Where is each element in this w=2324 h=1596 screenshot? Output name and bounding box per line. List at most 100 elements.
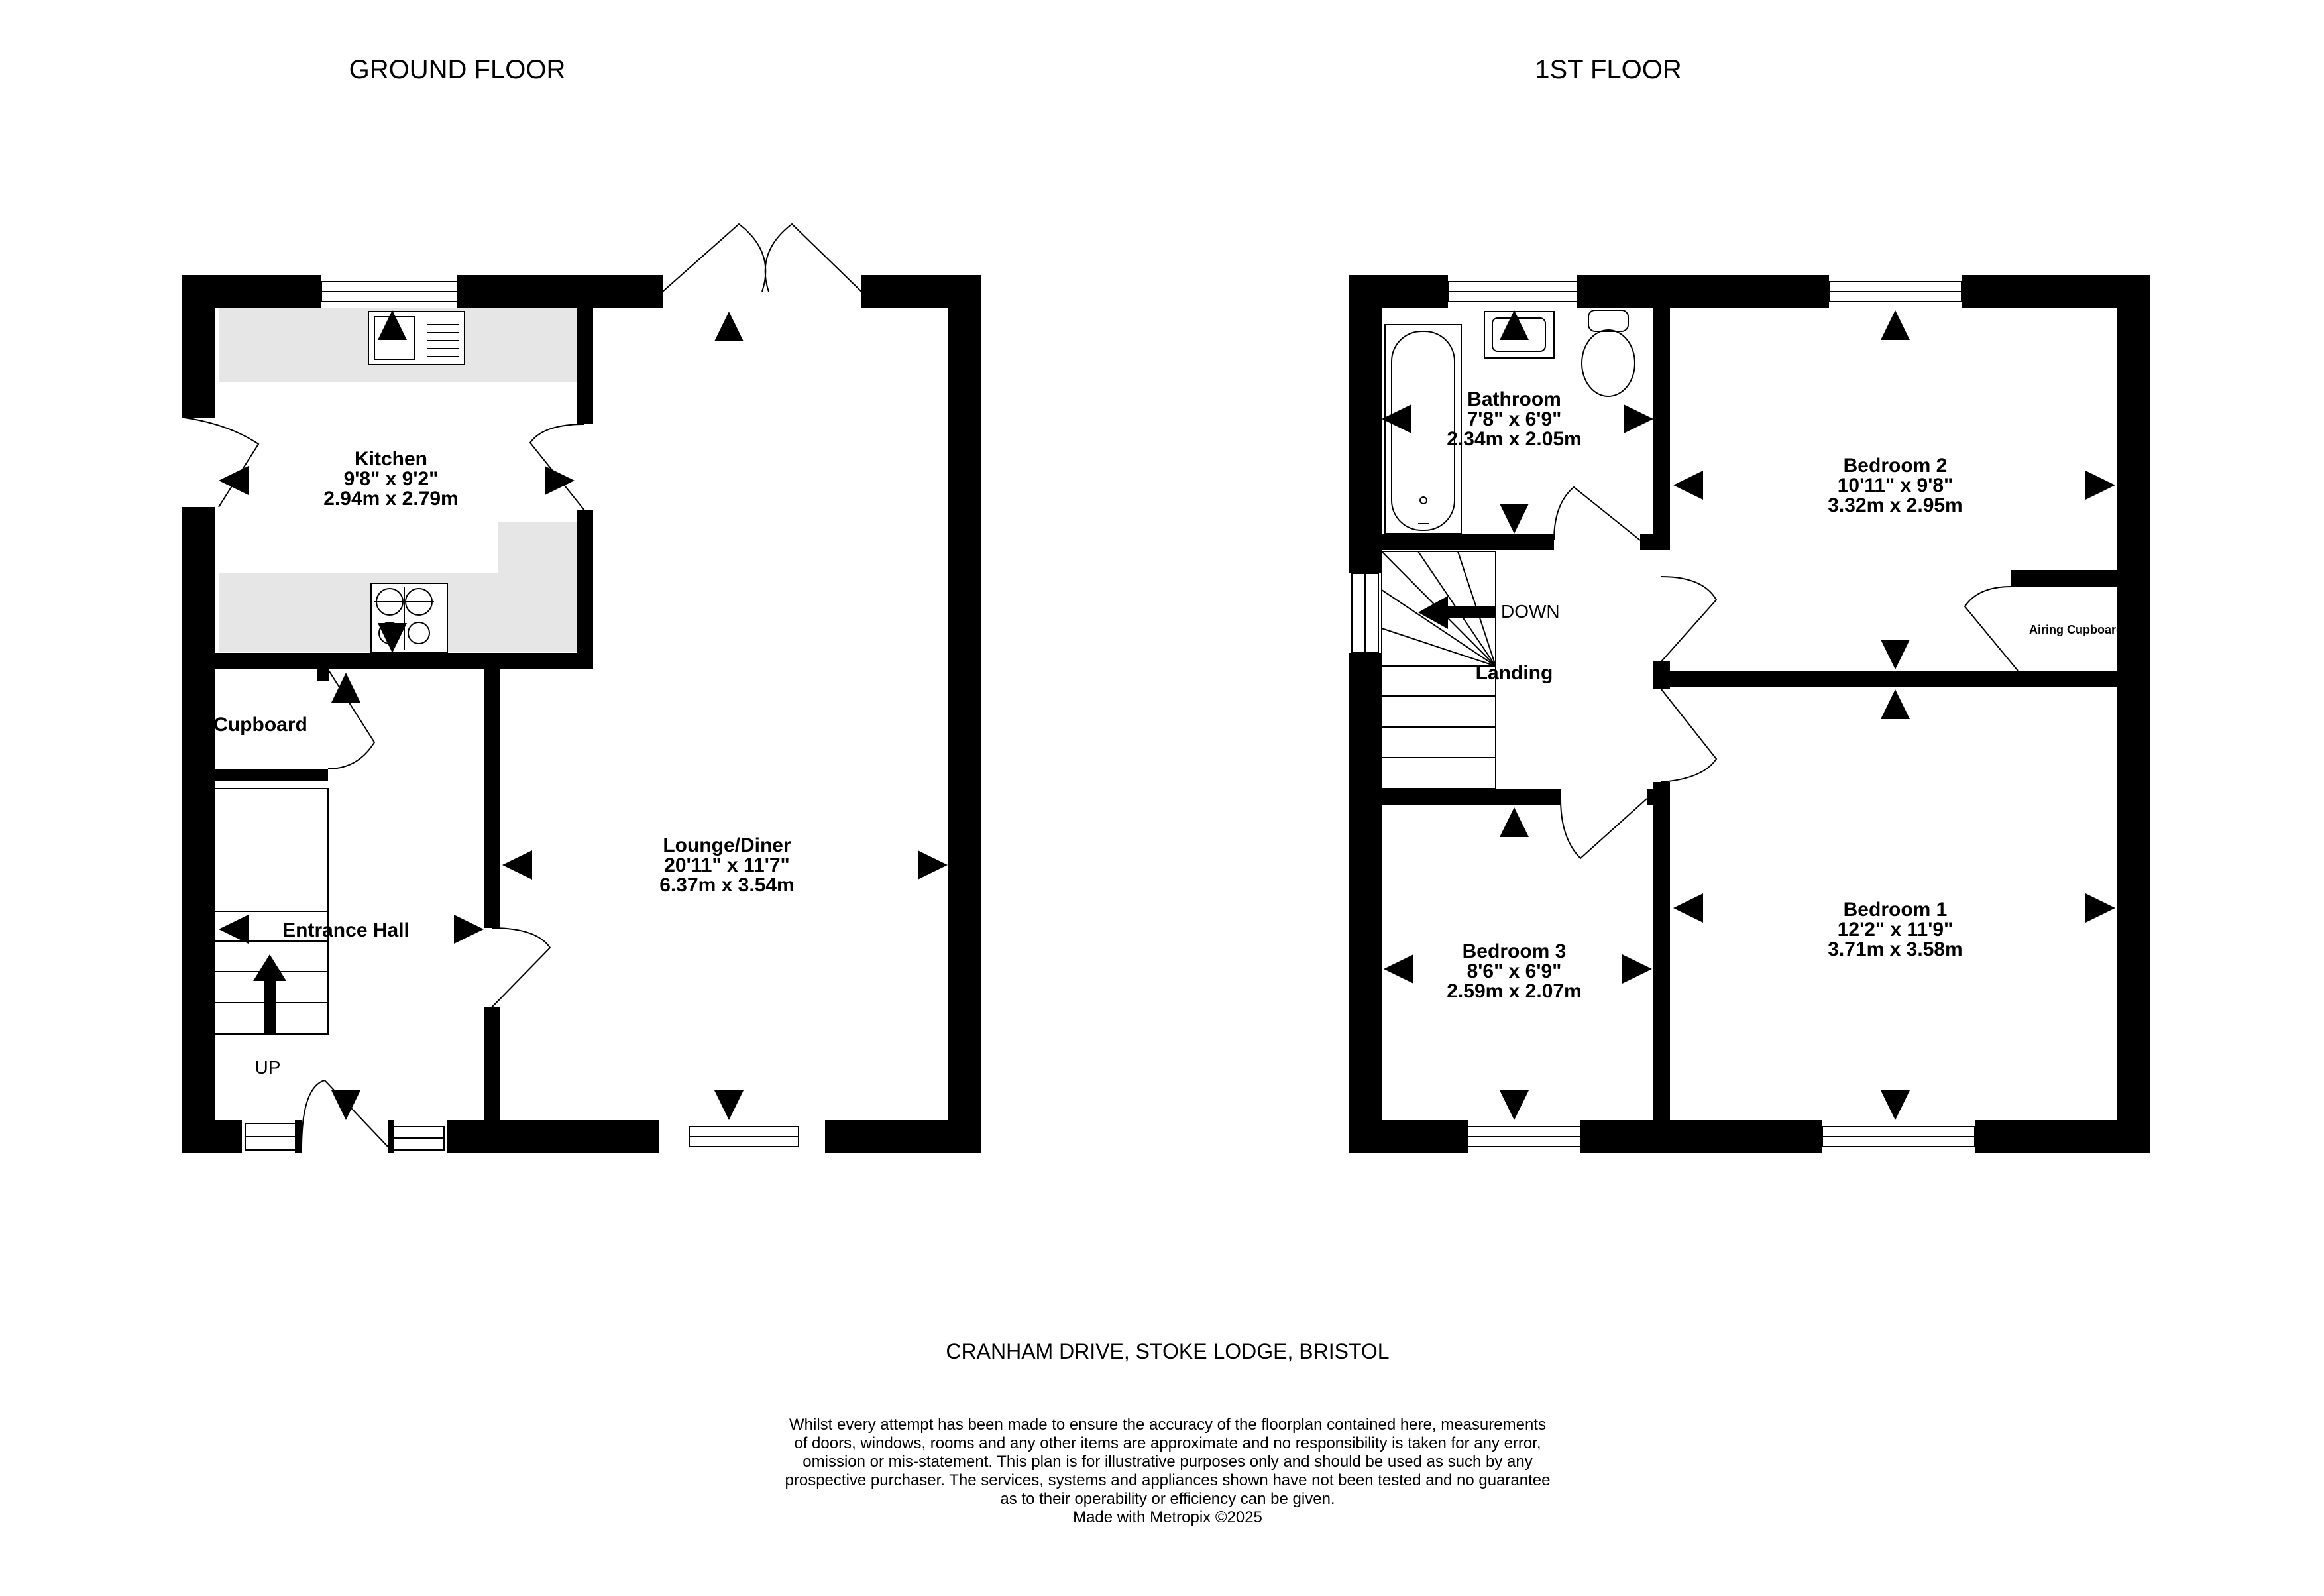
wall: [1382, 534, 1554, 550]
dimension-arrow: [378, 623, 407, 653]
staircase-first: [1381, 551, 1496, 789]
lounge-metric: 6.37m x 3.54m: [659, 874, 794, 896]
dimension-arrow: [1500, 1090, 1529, 1120]
kitchen-counter-corner: [498, 522, 577, 575]
dimension-arrow: [1881, 1090, 1910, 1120]
dimension-arrow: [1384, 954, 1413, 984]
bathroom-metric: 2.34m x 2.05m: [1447, 428, 1581, 450]
airing-cupboard-door: [1964, 586, 2019, 671]
dimension-arrow: [1673, 893, 1703, 923]
bathroom-door: [1553, 486, 1641, 541]
dimension-arrow: [2085, 471, 2115, 500]
cupboard-name: Cupboard: [213, 714, 307, 736]
dimension-arrow: [714, 1090, 744, 1120]
wall: [1349, 275, 1382, 573]
disclaimer-line: as to their operability or efficiency ca…: [1000, 1490, 1335, 1508]
lounge-imperial: 20'11" x 11'7": [664, 854, 790, 876]
dimension-arrow: [378, 310, 407, 340]
bedroom3-door: [1560, 798, 1647, 860]
wall: [1653, 782, 1670, 1123]
ground-floor-plan: Kitchen 9'8" x 9'2" 2.94m x 2.79m Lounge…: [182, 223, 981, 1153]
first-floor-title: 1ST FLOOR: [1535, 55, 1682, 84]
disclaimer-line: prospective purchaser. The services, sys…: [785, 1471, 1551, 1489]
window-jamb: [295, 1120, 302, 1153]
dimension-arrow: [918, 850, 948, 880]
kitchen-name: Kitchen: [355, 448, 427, 470]
sink-icon: [368, 311, 465, 365]
lounge-door: [491, 927, 551, 1008]
entrance-hall-name: Entrance Hall: [282, 919, 410, 941]
lounge-name: Lounge/Diner: [663, 834, 791, 856]
wall: [182, 275, 215, 418]
bedroom2-door: [1661, 576, 1718, 662]
dimension-arrow: [1500, 807, 1529, 837]
dimension-arrow: [1382, 404, 1411, 433]
dimension-arrow: [1673, 471, 1703, 500]
front-door: [301, 1079, 392, 1151]
wall: [484, 669, 500, 928]
wall: [317, 669, 329, 681]
cupboard-door: [327, 669, 376, 770]
dimension-arrow: [219, 466, 249, 495]
wall: [1653, 671, 2117, 687]
disclaimer-line: Made with Metropix ©2025: [1073, 1509, 1262, 1526]
dimension-arrow: [1881, 689, 1910, 719]
side-door: [184, 417, 260, 508]
wall: [457, 275, 663, 308]
wall: [2117, 275, 2150, 1153]
dimension-arrow: [1881, 640, 1910, 669]
wall: [447, 1120, 659, 1153]
landing-name: Landing: [1476, 662, 1553, 684]
wall: [1802, 275, 1829, 308]
wall: [577, 292, 593, 424]
wall: [1382, 789, 1561, 805]
first-floor-plan: Bathroom 7'8" x 6'9" 2.34m x 2.05m Bedro…: [1349, 275, 2150, 1153]
wall: [182, 1120, 242, 1153]
bedroom1-metric: 3.71m x 3.58m: [1828, 939, 1962, 960]
wall: [215, 769, 328, 781]
disclaimer-line: of doors, windows, rooms and any other i…: [794, 1434, 1541, 1452]
bedroom2-metric: 3.32m x 2.95m: [1828, 494, 1962, 516]
wall: [1640, 534, 1670, 550]
bedroom3-imperial: 8'6" x 6'9": [1467, 960, 1562, 982]
wall: [1580, 1120, 1822, 1153]
staircase-ground: [208, 788, 329, 1035]
kitchen-imperial: 9'8" x 9'2": [344, 468, 439, 490]
dimension-arrow: [331, 673, 360, 703]
bathroom-imperial: 7'8" x 6'9": [1467, 408, 1562, 430]
bathroom-name: Bathroom: [1467, 388, 1561, 410]
disclaimer-line: Whilst every attempt has been made to en…: [789, 1416, 1546, 1434]
wall: [948, 275, 981, 1153]
dimension-arrow: [714, 312, 744, 341]
bedroom3-metric: 2.59m x 2.07m: [1447, 980, 1581, 1002]
dimension-arrow: [1500, 310, 1529, 340]
dimension-arrow: [331, 1090, 360, 1120]
wall: [1577, 275, 1802, 308]
bedroom3-name: Bedroom 3: [1463, 940, 1567, 962]
wall: [2011, 570, 2117, 587]
kitchen-metric: 2.94m x 2.79m: [323, 488, 458, 510]
wall: [215, 653, 593, 669]
dimension-arrow: [219, 915, 249, 944]
wall: [484, 1007, 500, 1123]
stairs-down-label: DOWN: [1501, 601, 1560, 622]
wall: [1975, 1120, 2150, 1153]
window-jamb: [388, 1120, 394, 1153]
dimension-arrow: [454, 915, 484, 944]
bedroom2-name: Bedroom 2: [1844, 455, 1948, 477]
bedroom1-name: Bedroom 1: [1844, 899, 1948, 921]
stairs-up-label: UP: [255, 1057, 281, 1078]
disclaimer-line: omission or mis-statement. This plan is …: [802, 1453, 1532, 1471]
french-door: [662, 223, 767, 292]
dimension-arrow: [2085, 893, 2115, 923]
wall: [1349, 653, 1382, 1153]
wall: [825, 1120, 981, 1153]
property-address: CRANHAM DRIVE, STOKE LODGE, BRISTOL: [946, 1340, 1389, 1363]
french-door: [764, 223, 862, 292]
toilet-icon: [1581, 310, 1635, 397]
wall: [1349, 1120, 1468, 1153]
wall: [182, 507, 215, 1153]
ground-floor-title: GROUND FLOOR: [349, 55, 566, 84]
disclaimer: Whilst every attempt has been made to en…: [785, 1416, 1551, 1526]
